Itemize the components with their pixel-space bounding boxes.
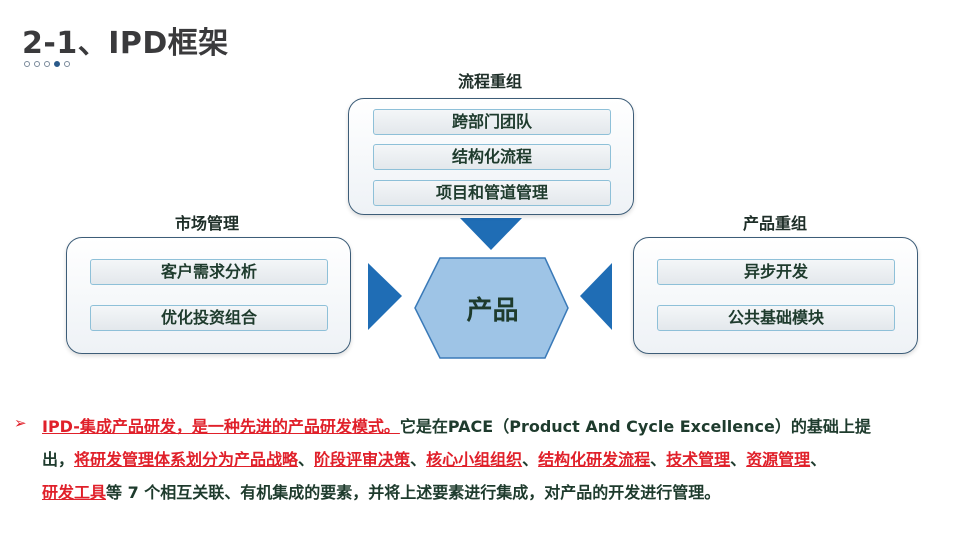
top-group-label: 流程重组 bbox=[457, 72, 523, 91]
right-group-label: 产品重组 bbox=[742, 214, 808, 233]
right-arrow-icon bbox=[368, 263, 402, 330]
dot-icon bbox=[64, 61, 70, 67]
dot-icon bbox=[34, 61, 40, 67]
left-group-box: 客户需求分析 优化投资组合 bbox=[66, 237, 351, 354]
progress-dots bbox=[24, 61, 70, 67]
right-item: 公共基础模块 bbox=[657, 305, 895, 331]
right-group-box: 异步开发 公共基础模块 bbox=[633, 237, 918, 354]
highlight: 研发工具 bbox=[42, 483, 107, 502]
highlight: 核心小组组织 bbox=[426, 450, 523, 469]
highlight: 结构化研发流程 bbox=[538, 450, 651, 469]
bullet-arrow-icon: ➢ bbox=[14, 414, 27, 432]
center-label: 产品 bbox=[466, 296, 519, 326]
highlight: 技术管理 bbox=[666, 450, 731, 469]
left-arrow-icon bbox=[580, 263, 612, 330]
description-paragraph: IPD-集成产品研发，是一种先进的产品研发模式。它是在PACE（Product … bbox=[42, 410, 871, 509]
slide-title: 2-1、IPD框架 bbox=[22, 26, 229, 61]
highlight: 将研发管理体系划分为产品战略 bbox=[74, 450, 299, 469]
sep: 、 bbox=[410, 450, 427, 469]
sep: 、 bbox=[522, 450, 539, 469]
dot-icon bbox=[54, 61, 60, 67]
sep: 、 bbox=[810, 450, 827, 469]
left-group-label: 市场管理 bbox=[174, 214, 240, 233]
product-hexagon bbox=[414, 257, 569, 359]
highlight: 资源管理 bbox=[746, 450, 811, 469]
highlight: IPD-集成产品研发，是一种先进的产品研发模式。 bbox=[42, 417, 400, 436]
left-item: 客户需求分析 bbox=[90, 259, 328, 285]
left-item: 优化投资组合 bbox=[90, 305, 328, 331]
dot-icon bbox=[24, 61, 30, 67]
highlight: 阶段评审决策 bbox=[314, 450, 411, 469]
dot-icon bbox=[44, 61, 50, 67]
top-item: 跨部门团队 bbox=[373, 109, 611, 135]
top-group-box: 跨部门团队 结构化流程 项目和管道管理 bbox=[348, 98, 634, 215]
down-arrow-icon bbox=[460, 218, 522, 250]
sep: 、 bbox=[650, 450, 667, 469]
text: 它是在PACE（Product And Cycle Excellence）的基础… bbox=[399, 417, 871, 436]
top-item: 结构化流程 bbox=[373, 144, 611, 170]
sep: 、 bbox=[298, 450, 315, 469]
right-item: 异步开发 bbox=[657, 259, 895, 285]
sep: 、 bbox=[730, 450, 747, 469]
text: 等 7 个相互关联、有机集成的要素，并将上述要素进行集成，对产品的开发进行管理。 bbox=[106, 483, 721, 502]
top-item: 项目和管道管理 bbox=[373, 180, 611, 206]
text: 出， bbox=[42, 450, 75, 469]
